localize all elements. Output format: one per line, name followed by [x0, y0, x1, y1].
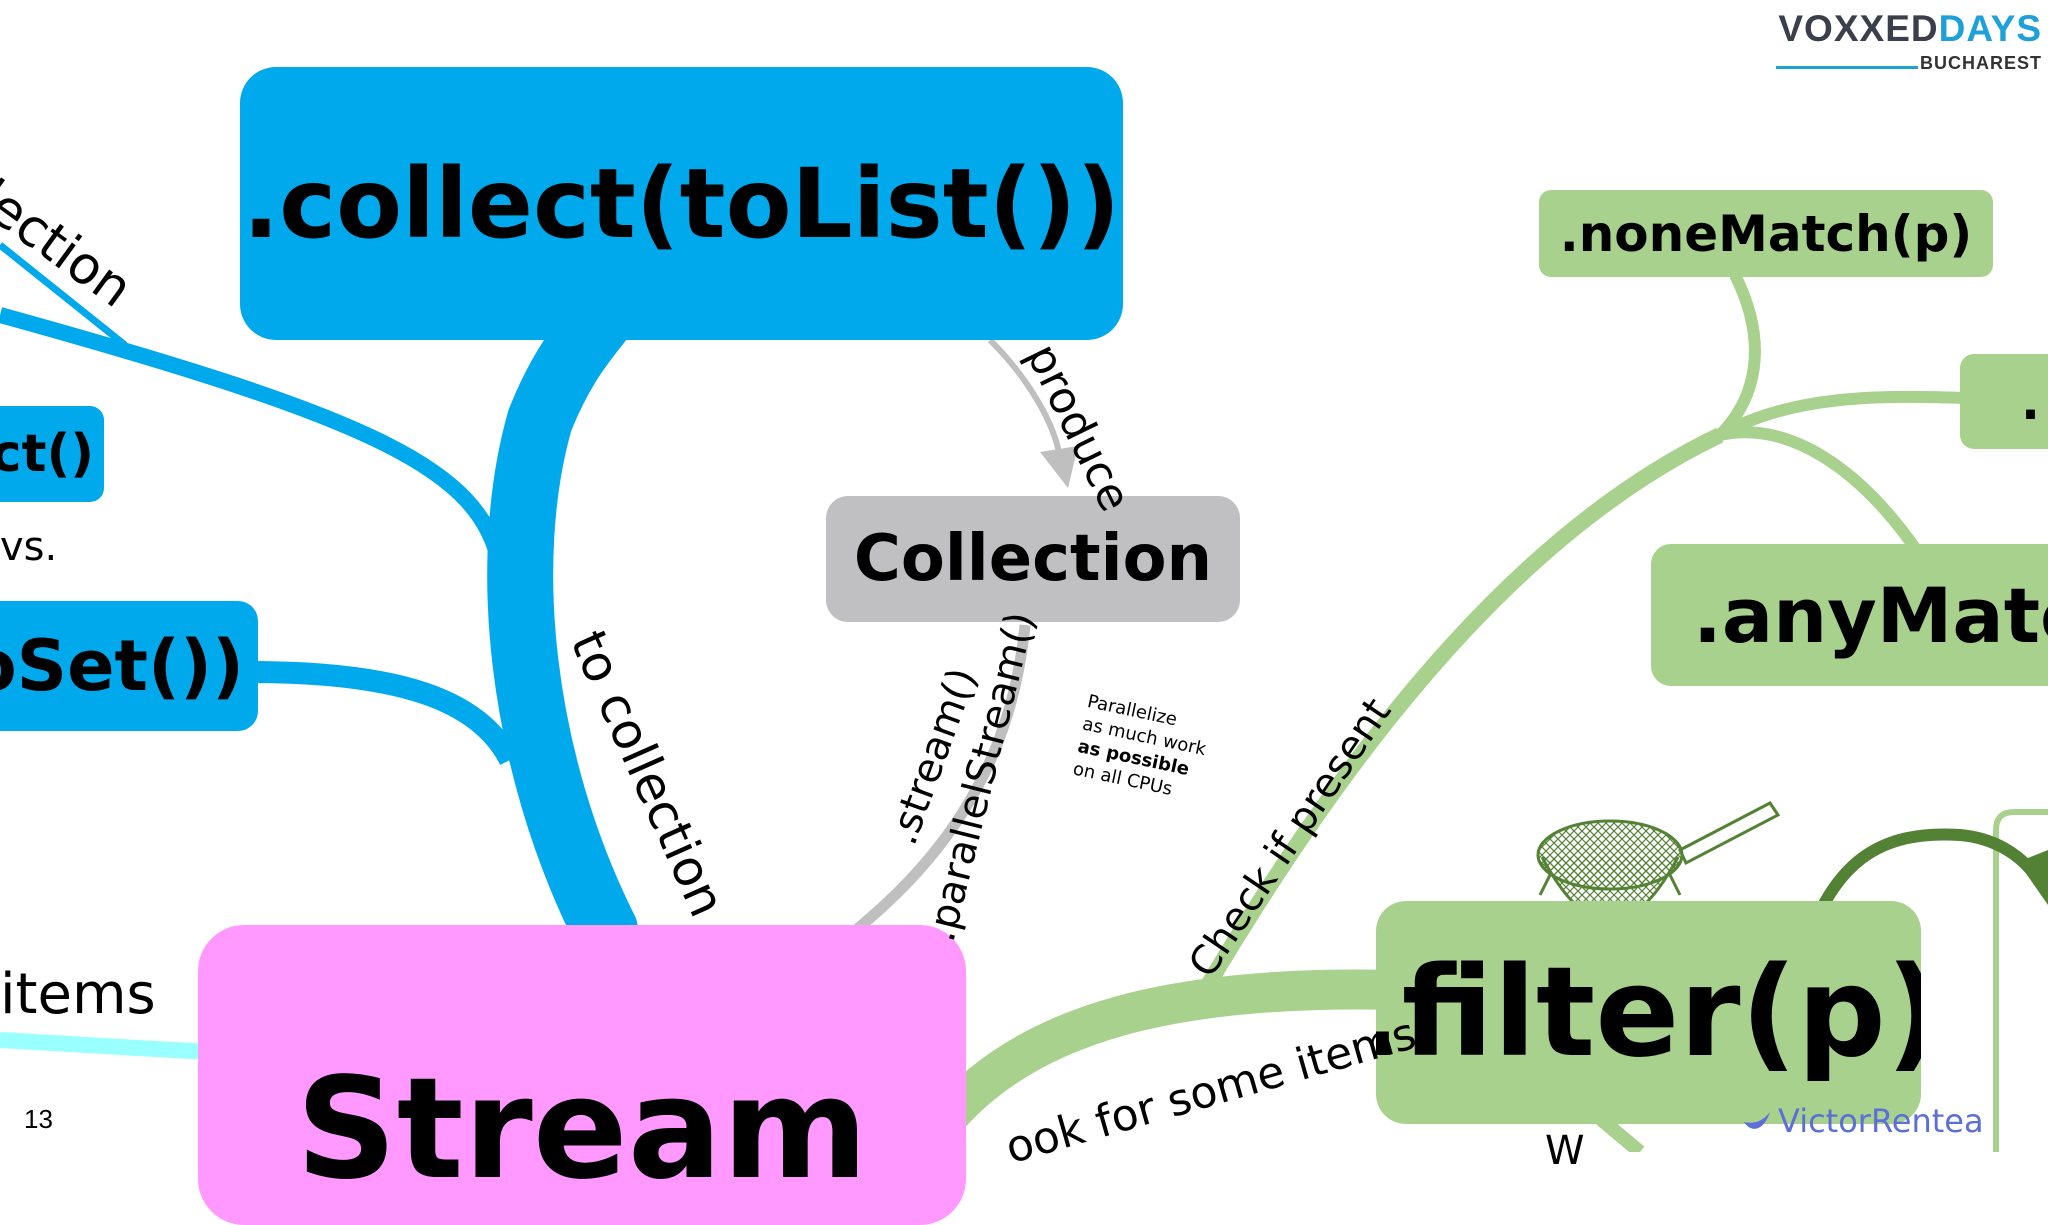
author-name: VictorRentea: [1778, 1102, 1984, 1140]
voxxed-days-logo: VOXXEDDAYS BUCHAREST: [1772, 8, 2042, 73]
logo-main-dark: VOXXED: [1778, 8, 1939, 49]
label-vs-partial: vs.: [0, 524, 58, 570]
edge-right-outline-box: [1993, 809, 2048, 1152]
edge-check-if-present: [1198, 427, 1724, 995]
edge-items-cyan: [0, 1032, 211, 1060]
edge-stream-to-collect: [487, 287, 638, 963]
node-collection: Collection: [826, 496, 1240, 622]
edge-left-collection-line: [0, 242, 128, 348]
logo-main-blue: DAYS: [1938, 8, 2042, 49]
edge-collection-to-stream: [846, 624, 1031, 940]
node-stream-label: Stream: [295, 1048, 869, 1211]
node-to-set-partial: oSet()): [0, 601, 258, 731]
node-right-partial: .: [1960, 354, 2048, 449]
node-filter: .filter(p): [1376, 901, 1921, 1124]
edge-stream-to-filter: [929, 969, 1396, 1134]
slide-number: 13: [24, 1104, 53, 1134]
node-collect-to-list: .collect(toList()): [240, 67, 1123, 340]
logo-sub-text: BUCHAREST: [1919, 53, 2042, 73]
edge-left-to-set: [249, 661, 520, 766]
node-none-match: .noneMatch(p): [1539, 190, 1993, 277]
mind-map-stage: .collect(toList()) Collection Stream oSe…: [0, 8, 2048, 1225]
node-any-match: .anyMatch: [1651, 544, 2048, 686]
edge-produce-arrow: [987, 337, 1063, 459]
node-left-partial: ct(): [0, 406, 104, 502]
logo-underline: [1776, 66, 1918, 69]
label-bottom-partial: W: [1545, 1128, 1585, 1174]
edges-layer: [0, 242, 2048, 1152]
edge-to-right-partial: [1717, 390, 1966, 441]
edge-produce-arrowhead: [1040, 446, 1078, 488]
edge-filter-arrow: [1794, 828, 2040, 967]
author-signature: VictorRentea: [1742, 1102, 1984, 1140]
edge-filter-arrowhead: [2018, 850, 2048, 905]
node-stream: Stream: [198, 925, 966, 1225]
logo-main-text: VOXXEDDAYS: [1778, 8, 2042, 50]
label-items-partial: items: [0, 962, 156, 1027]
edge-to-none-match: [1715, 272, 1761, 440]
edge-left-branch-upper: [0, 307, 508, 567]
author-logo-icon: [1744, 1112, 1770, 1129]
edge-to-any-match: [1718, 426, 1920, 552]
